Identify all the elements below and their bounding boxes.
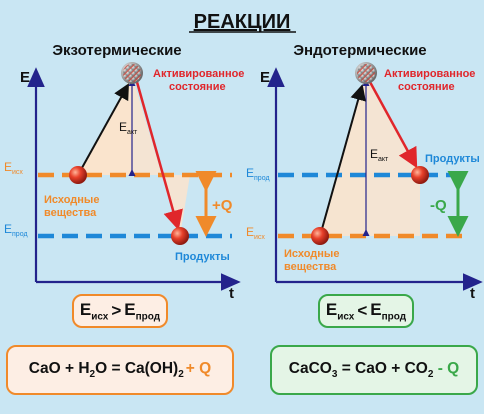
exo-rise-arrow xyxy=(77,83,129,176)
exo-axis-x-label: t xyxy=(229,285,234,302)
endo-equation: CaCO3 = CaO + CO2 - Q xyxy=(288,359,460,381)
exo-comparison-box: Eисх > Eпрод xyxy=(72,294,168,328)
exo-cmp-right: Eпрод xyxy=(124,299,161,323)
endo-axis-x-label: t xyxy=(470,285,475,302)
exo-reactants-label-1: Исходные xyxy=(44,194,99,206)
endo-activated-label-1: Активированное xyxy=(384,68,475,80)
exo-axis-y-label: E xyxy=(20,69,30,86)
endo-cmp-op: < xyxy=(357,301,368,320)
exo-activated-label-2: состояние xyxy=(169,81,226,93)
endo-level-top-label: Eпрод xyxy=(246,166,270,182)
endo-fall-arrow xyxy=(368,81,418,169)
endo-heading: Эндотермические xyxy=(293,42,426,59)
endo-reactants-ball xyxy=(311,227,329,245)
exo-equation-box: CaO + H2O = Ca(OH)2+ Q xyxy=(6,345,234,395)
exo-activated-ball-stripes xyxy=(123,64,141,82)
exo-activated-label-1: Активированное xyxy=(153,68,244,80)
exo-equation: CaO + H2O = Ca(OH)2+ Q xyxy=(28,359,212,381)
endo-shaded-area xyxy=(366,75,420,236)
exo-q-label: +Q xyxy=(212,197,233,214)
endo-level-bottom-label: Eисх xyxy=(246,225,265,241)
exo-level-top-label: Eисх xyxy=(4,160,23,176)
exo-heading: Экзотермические xyxy=(52,42,181,59)
endo-eact-label: Eакт xyxy=(370,147,389,163)
exo-fall-arrow xyxy=(135,81,183,231)
exo-level-bottom-label: Eпрод xyxy=(4,222,28,238)
endo-cmp-left: Eисх xyxy=(325,299,355,323)
endo-products-label: Продукты xyxy=(425,153,480,165)
exo-products-ball xyxy=(171,227,189,245)
endo-equation-box: CaCO3 = CaO + CO2 - Q xyxy=(270,345,478,395)
endo-products-ball xyxy=(411,166,429,184)
endo-activated-label-2: состояние xyxy=(398,81,455,93)
endo-q-label: -Q xyxy=(430,197,447,214)
exo-cmp-left: Eисх xyxy=(79,299,109,323)
exo-reactants-ball xyxy=(69,166,87,184)
endo-axis-y-label: E xyxy=(260,69,270,86)
page-title: РЕАКЦИИ xyxy=(194,11,291,33)
endo-panel: E t Eпрод Eисх Eакт -Q Активированное со… xyxy=(246,62,483,302)
endo-cmp-right: Eпрод xyxy=(370,299,407,323)
endo-activated-ball-stripes xyxy=(357,64,375,82)
endo-reactants-label-1: Исходные xyxy=(284,248,339,260)
exo-panel: E t Eисх Eпрод Eакт +Q Активированное со… xyxy=(4,62,244,302)
endo-rise-arrow xyxy=(319,84,366,237)
exo-eact-label: Eакт xyxy=(119,120,138,136)
exo-reactants-label-2: вещества xyxy=(44,207,97,219)
exo-products-label: Продукты xyxy=(175,251,230,263)
exo-cmp-op: > xyxy=(111,301,122,320)
endo-comparison-box: Eисх < Eпрод xyxy=(318,294,414,328)
endo-reactants-label-2: вещества xyxy=(284,261,337,273)
